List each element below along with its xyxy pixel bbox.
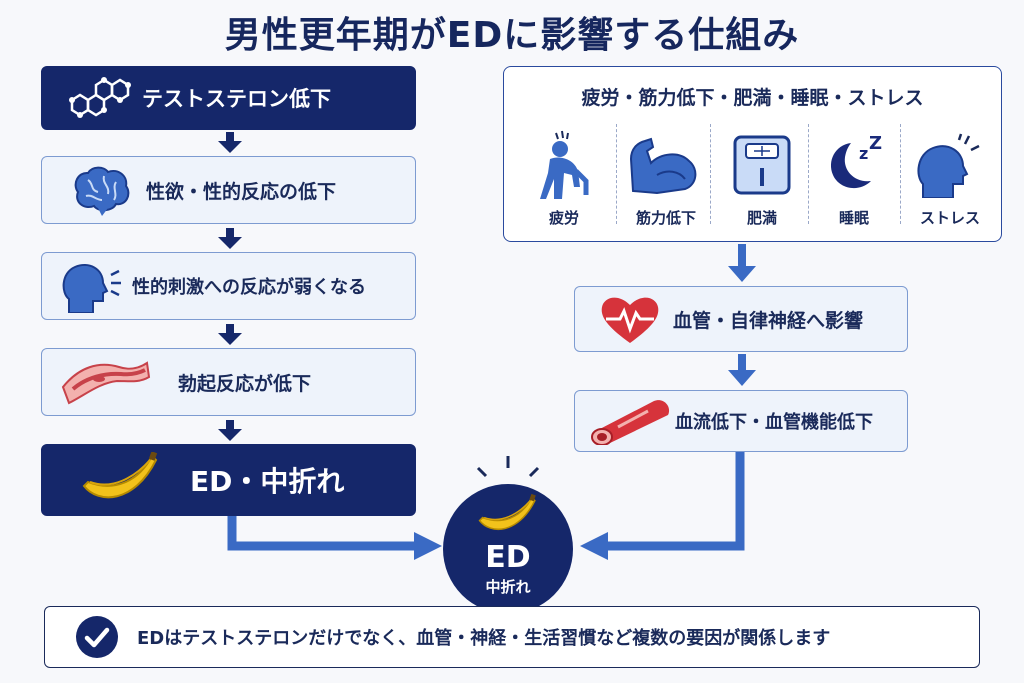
factor-label: ストレス: [919, 209, 980, 227]
molecule-icon: [52, 70, 142, 126]
flow-box-erection: 勃起反応が低下: [41, 348, 416, 416]
factor-label: 肥満: [746, 209, 777, 227]
artery-icon: [585, 397, 675, 445]
arrow-down-icon: [218, 228, 242, 249]
summary-note: EDはテストステロンだけでなく、血管・神経・生活習慣など複数の要因が関係します: [44, 606, 980, 668]
flow-label: 血管・自律神経へ影響: [673, 309, 864, 332]
page-title: 男性更年期がEDに影響する仕組み: [224, 15, 800, 56]
separator: [710, 124, 711, 224]
factor-panel-title: 疲労・筋力低下・肥満・睡眠・ストレス: [581, 87, 924, 109]
separator: [616, 124, 617, 224]
scale-icon: [714, 127, 810, 203]
check-icon: [75, 615, 119, 659]
brain-icon: [56, 164, 146, 216]
flow-box-testosterone: テストステロン低下: [41, 66, 416, 130]
svg-text:Z: Z: [869, 133, 882, 154]
arrow-down-icon: [728, 354, 756, 386]
burst-icon: [476, 456, 540, 478]
flow-box-ed: ED・中折れ: [41, 444, 416, 516]
factor-panel: 疲労・筋力低下・肥満・睡眠・ストレス 疲労 筋力低下: [503, 66, 1002, 242]
flow-label: 勃起反応が低下: [178, 372, 312, 395]
summary-text: EDはテストステロンだけでなく、血管・神経・生活習慣など複数の要因が関係します: [137, 628, 831, 649]
separator: [900, 124, 901, 224]
connector-left-arrow: [227, 516, 442, 560]
factor-item: z Z 睡眠: [806, 127, 902, 237]
factor-item: 筋力低下: [618, 127, 714, 237]
factor-label: 疲労: [548, 209, 579, 227]
flow-box-stimulus: 性的刺激への反応が弱くなる: [41, 252, 416, 320]
banana-icon: [66, 452, 176, 508]
arrow-down-icon: [218, 420, 242, 441]
factor-item: ストレス: [902, 127, 998, 237]
banana-icon: [478, 493, 536, 531]
result-circle: ED 中折れ: [443, 484, 573, 614]
separator: [808, 124, 809, 224]
result-sub: 中折れ: [485, 578, 531, 596]
arrow-down-icon: [218, 324, 242, 345]
svg-text:z: z: [859, 144, 868, 163]
tired-person-icon: [516, 127, 612, 203]
flow-label: テストステロン低下: [142, 87, 331, 111]
stressed-head-icon: [902, 127, 998, 203]
blood-vessel-icon: [50, 357, 160, 407]
result-main: ED: [485, 540, 531, 575]
factor-item: 肥満: [714, 127, 810, 237]
factor-label: 筋力低下: [635, 209, 696, 227]
flow-box-libido: 性欲・性的反応の低下: [41, 156, 416, 224]
muscle-arm-icon: [618, 127, 714, 203]
arrow-down-icon: [728, 244, 756, 282]
flow-label: 血流低下・血管機能低下: [675, 412, 873, 433]
flow-box-vascular-nerve: 血管・自律神経へ影響: [574, 286, 908, 352]
moon-sleep-icon: z Z: [806, 127, 902, 203]
factor-label: 睡眠: [838, 209, 869, 227]
arrow-down-icon: [218, 132, 242, 153]
flow-label: 性欲・性的反応の低下: [146, 180, 337, 203]
connector-right-arrow: [580, 452, 745, 560]
head-icon: [52, 259, 132, 313]
flow-label: 性的刺激への反応が弱くなる: [132, 277, 366, 298]
flow-label: ED・中折れ: [190, 465, 345, 498]
factor-item: 疲労: [516, 127, 612, 237]
flow-box-blood-flow: 血流低下・血管機能低下: [574, 390, 908, 452]
heart-pulse-icon: [587, 293, 673, 345]
